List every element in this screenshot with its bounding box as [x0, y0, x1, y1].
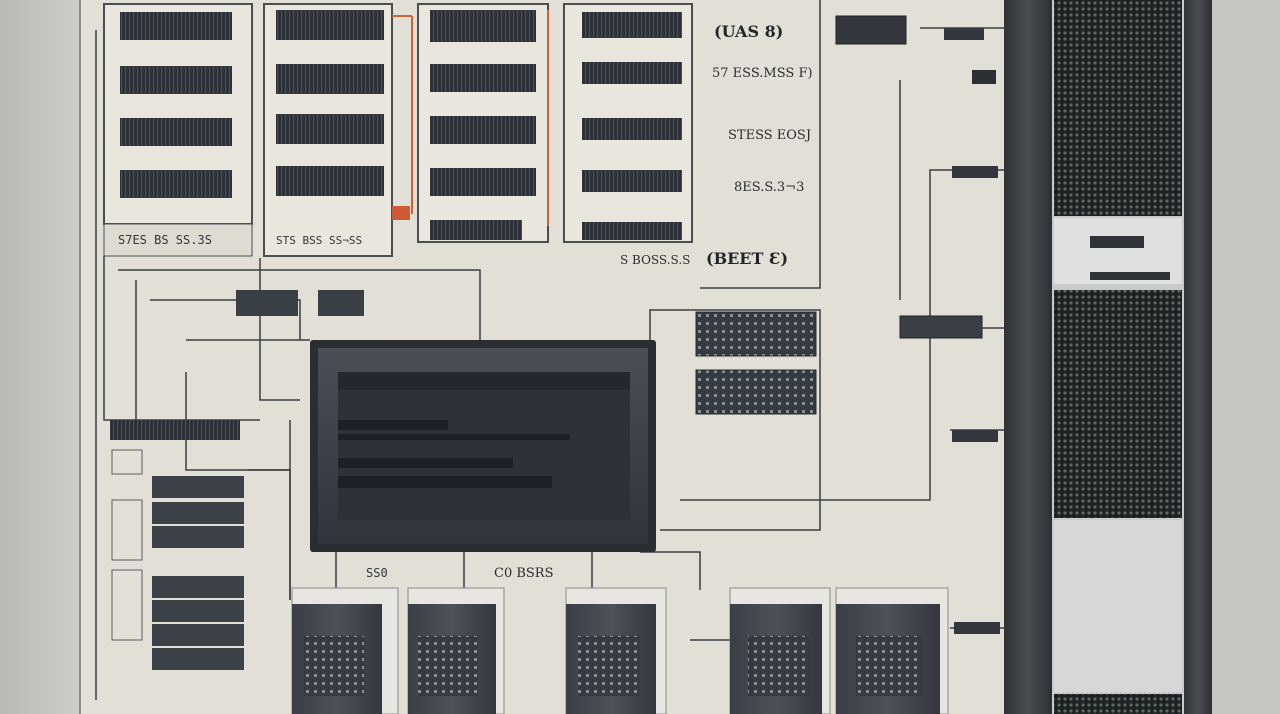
server-rack [1004, 0, 1280, 714]
panel-mid-label-a: S BOSS.S.S [620, 253, 690, 267]
cab3-label: (UAS 8) [714, 22, 783, 41]
bottom-mid-label: C0 BSRS [494, 566, 554, 581]
cab1-footer-label: S7ES BS SS.3S [118, 233, 212, 247]
network-switch-mid [899, 315, 1000, 634]
central-monitor [310, 340, 656, 552]
top-cabinet-3 [417, 3, 549, 243]
relay-block-left [110, 420, 244, 670]
top-cabinet-4 [563, 3, 693, 243]
patch-modules-center [236, 290, 817, 415]
server-unit-3 [565, 587, 667, 714]
server-unit-4 [729, 587, 831, 714]
cab3-row3-label: STESS EOSJ [728, 128, 811, 143]
cab3-row2-label: 57 ESS.MSS F) [712, 66, 813, 81]
top-cabinet-1 [103, 3, 253, 257]
cab2-footer-label: STS BSS SS¬SS [276, 234, 362, 247]
cab3-row4-label: 8ES.S.3¬3 [734, 180, 804, 195]
server-unit-5 [835, 587, 949, 714]
top-cabinet-2 [263, 3, 413, 257]
network-switch-top [835, 15, 998, 178]
bottom-left-number: SS0 [366, 566, 388, 580]
server-unit-2 [407, 587, 505, 714]
server-unit-1 [291, 587, 399, 714]
panel-mid-label-b: (BEET Ɛ) [706, 249, 788, 268]
